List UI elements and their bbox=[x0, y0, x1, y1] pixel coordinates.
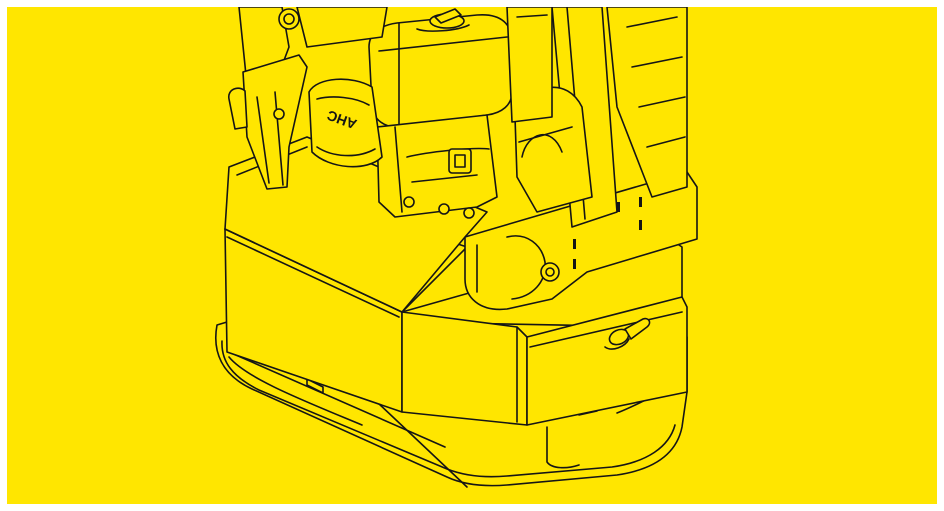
pivot-arm bbox=[464, 171, 698, 311]
illustration-panel: AHC bbox=[7, 7, 937, 504]
engine-block bbox=[376, 114, 498, 219]
fuel-tank bbox=[368, 8, 513, 129]
upper-frame bbox=[238, 7, 553, 123]
pivot-bolt bbox=[540, 262, 560, 282]
machine-line-drawing: AHC bbox=[7, 7, 937, 504]
recoil-starter: AHC bbox=[308, 78, 383, 168]
left-bracket bbox=[228, 54, 308, 190]
